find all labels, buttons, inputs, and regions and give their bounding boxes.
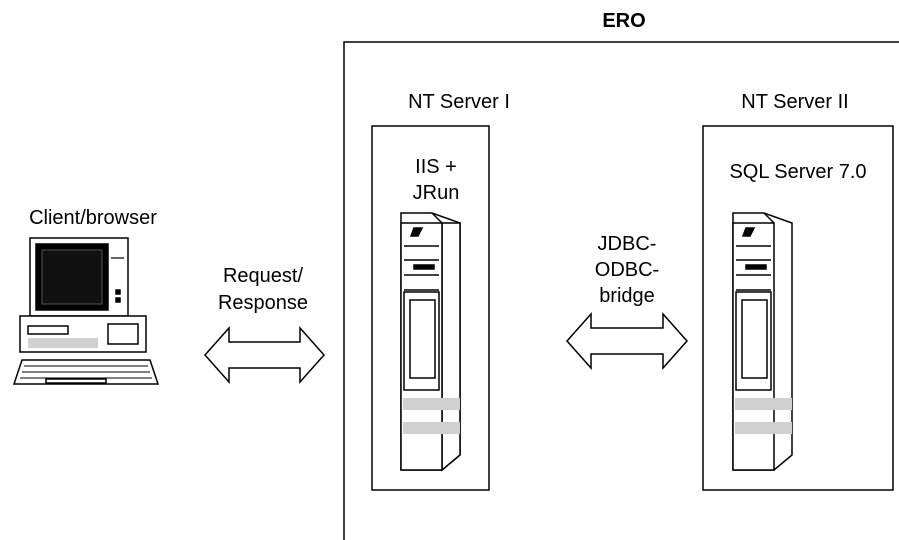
server2-software: SQL Server 7.0 [729,161,867,183]
client-computer-icon [12,237,160,385]
request-response-arrow-icon [203,326,326,384]
server2-tower-icon [732,212,793,471]
bridge-label: bridge [599,285,655,307]
ero-boundary [343,41,899,540]
server1-software-line2: JRun [412,182,460,204]
server2-title: NT Server II [741,91,849,113]
response-label: Response [217,292,309,314]
jdbc-label: JDBC- [597,233,657,255]
request-label: Request/ [222,265,304,287]
odbc-label: ODBC- [594,259,660,281]
client-label: Client/browser [29,207,157,229]
server1-tower-icon [400,212,461,472]
jdbc-odbc-arrow-icon [565,312,689,370]
server1-software-line1: IIS + [415,156,457,178]
ero-label: ERO [602,10,646,32]
server1-title: NT Server I [408,91,510,113]
